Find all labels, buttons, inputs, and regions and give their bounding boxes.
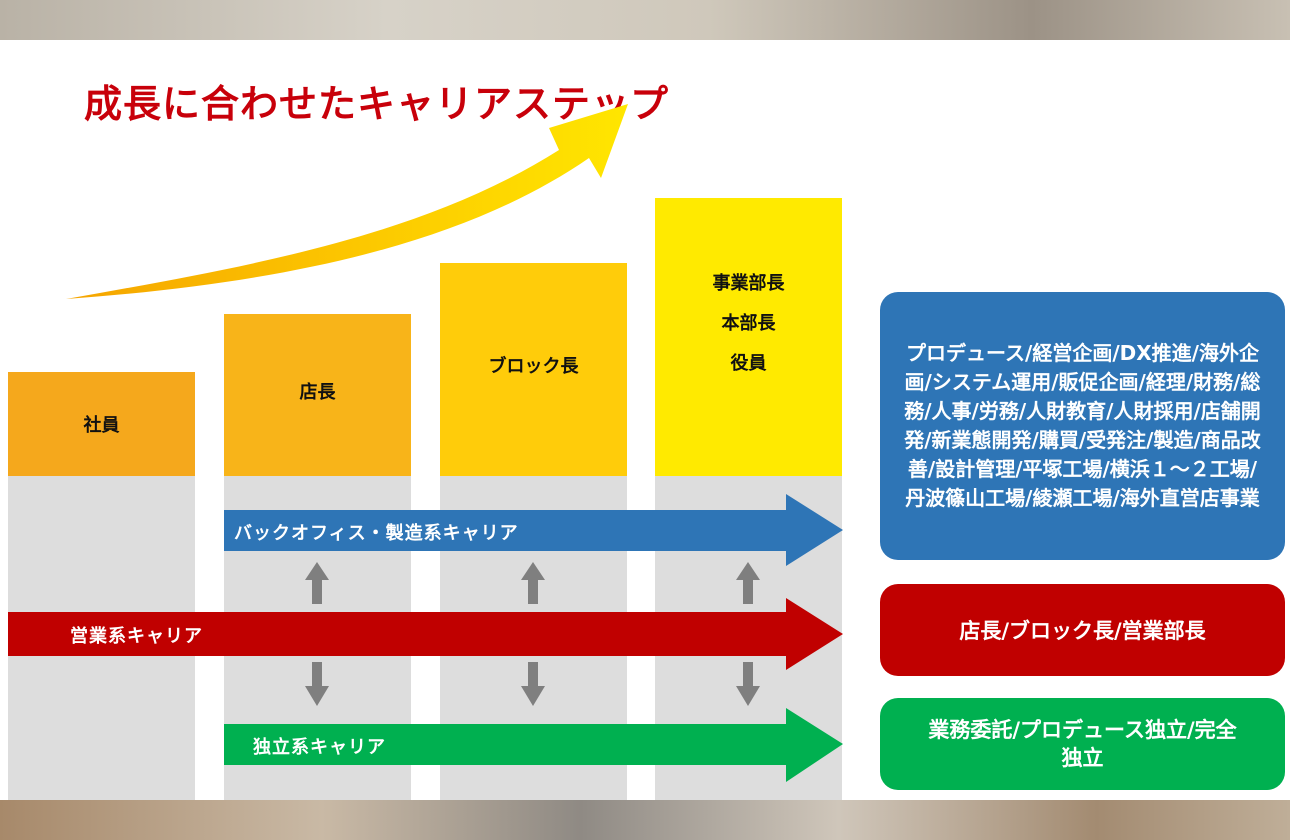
level-executive-label-2: 本部長 [721,313,776,334]
back-office-career-arrow [224,494,843,566]
independent-career-label: 独立系キャリア [253,737,386,758]
back-office-career-label: バックオフィス・製造系キャリア [234,523,519,544]
level-block-manager-label: ブロック長 [488,355,579,377]
level-executive-label-1: 事業部長 [712,273,785,294]
arrow-up-icon [305,562,329,604]
arrow-down-icon [521,662,545,706]
independent-roles: 業務委託/プロデュース独立/完全独立 [928,718,1237,770]
sales-career-arrow [8,598,843,670]
level-store-manager: 店長 [224,314,411,476]
level-store-manager-label: 店長 [299,382,336,403]
level-block-manager: ブロック長 [440,263,627,476]
level-staff-label: 社員 [83,415,120,436]
arrow-down-icon [736,662,760,706]
back-office-roles-box: プロデュース/経営企画/DX推進/海外企画/システム運用/販促企画/経理/財務/… [880,292,1285,560]
level-staff: 社員 [8,372,195,476]
arrow-up-icon [521,562,545,604]
page-title: 成長に合わせたキャリアステップ [84,82,670,126]
arrow-up-icon [736,562,760,604]
sales-roles-box: 店長/ブロック長/営業部長 [880,584,1285,676]
sales-roles: 店長/ブロック長/営業部長 [959,619,1206,643]
background-photo-bottom [0,800,1290,840]
independent-roles-box: 業務委託/プロデュース独立/完全独立 [880,698,1285,790]
back-office-roles: プロデュース/経営企画/DX推進/海外企画/システム運用/販促企画/経理/財務/… [904,341,1261,510]
independent-career-arrow [224,708,843,782]
sales-career-label: 営業系キャリア [70,626,203,647]
background-photo-top [0,0,1290,40]
level-executive: 事業部長 本部長 役員 [655,198,842,476]
level-executive-label-3: 役員 [730,353,767,374]
arrow-down-icon [305,662,329,706]
